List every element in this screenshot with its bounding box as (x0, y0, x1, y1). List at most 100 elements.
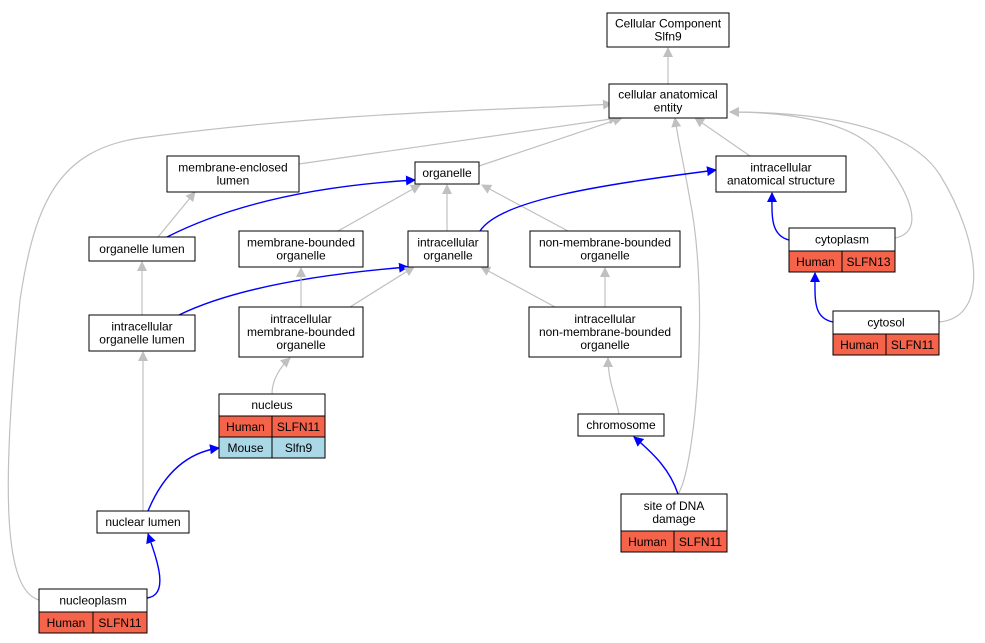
node-label-line: organelle lumen (99, 242, 184, 256)
edge-part-of-cytoplasm-to-ias (766, 192, 790, 241)
node-box (606, 12, 730, 48)
node-label-line: non-membrane-bounded (539, 236, 671, 250)
species-label: Human (226, 420, 265, 434)
edge-part-of-cytosol-to-cytoplasm (809, 272, 834, 323)
node-label-line: nuclear lumen (105, 515, 180, 529)
gene-annotation-row[interactable]: Human SLFN11 (218, 415, 326, 438)
node-box (88, 314, 196, 352)
node-label-line: cytoplasm (815, 233, 869, 247)
species-label: Human (628, 535, 667, 549)
edge-is-a-nucleoplasm-to-cae (7, 99, 613, 601)
node-label-line: damage (652, 512, 696, 526)
node-label-line: intracellular (750, 161, 811, 175)
node-label-line: chromosome (586, 418, 656, 432)
edge-is-a-organelle-to-cae (478, 116, 623, 167)
node-box (715, 155, 847, 193)
gene-symbol-cell (271, 436, 326, 459)
node-box (528, 306, 682, 358)
gene-annotation-row[interactable]: Human SLFN11 (620, 530, 728, 553)
node-organelle[interactable]: organelle (414, 161, 480, 185)
node-nuclumen[interactable]: nuclear lumen (96, 510, 190, 534)
edge-part-of-orglumen-to-organelle (166, 175, 416, 238)
edge-part-of-nucleoplasm-to-nuclumen (146, 533, 161, 599)
node-label-line: organelle (276, 249, 326, 263)
gene-annotation-row[interactable]: Mouse Slfn9 (218, 436, 326, 459)
gene-symbol-cell (92, 611, 148, 634)
edges-layer (7, 47, 975, 601)
edge-is-a-cytoplasm-to-cae (729, 107, 913, 239)
node-label-line: cellular anatomical (618, 88, 717, 102)
gene-symbol-label: SLFN11 (98, 616, 141, 630)
node-label-line: Cellular Component (615, 17, 722, 31)
edge-is-a-sdd-to-cae (671, 117, 701, 495)
node-label-line: organelle (423, 249, 473, 263)
node-box (577, 413, 665, 437)
node-box (620, 493, 728, 532)
gene-symbol-label: SLFN11 (891, 338, 934, 352)
edge-part-of-iol-to-io (178, 262, 409, 316)
gene-symbol-label: Slfn9 (285, 441, 313, 455)
node-orglumen[interactable]: organelle lumen (88, 236, 196, 262)
edge-is-a-nmbo-to-organelle (481, 184, 569, 232)
gene-annotation-row[interactable]: Human SLFN11 (832, 333, 940, 356)
species-label: Human (796, 255, 835, 269)
node-box (238, 230, 364, 268)
gene-symbol-label: SLFN13 (846, 255, 890, 269)
node-label-line: Slfn9 (654, 30, 682, 44)
node-label-line: organelle (422, 166, 472, 180)
node-box (407, 230, 489, 268)
edge-is-a-nucleus-to-imbo (271, 357, 291, 395)
edge-part-of-nuclumen-to-nucleus (147, 444, 220, 512)
node-box (166, 155, 300, 193)
node-label-line: organelle (580, 249, 630, 263)
node-label-line: intracellular (574, 312, 635, 326)
node-label-line: intracellular (111, 320, 172, 334)
node-label-line: site of DNA (644, 499, 705, 513)
gene-annotation-row[interactable]: Human SLFN13 (788, 250, 896, 273)
edge-is-a-ias-to-cae (694, 117, 751, 157)
node-inmbo[interactable]: intracellularnon-membrane-boundedorganel… (528, 306, 682, 358)
node-box (529, 230, 681, 268)
node-box (608, 83, 728, 119)
node-label-line: membrane-bounded (247, 325, 355, 339)
gene-symbol-label: SLFN11 (679, 535, 722, 549)
node-label-line: organelle lumen (99, 333, 184, 347)
gene-symbol-cell (841, 250, 896, 273)
node-label-line: membrane-enclosed (178, 161, 287, 175)
node-label-line: nucleoplasm (59, 594, 126, 608)
node-label-line: intracellular (270, 312, 331, 326)
edge-is-a-cytosol-to-cae (729, 107, 975, 323)
edge-is-a-mbo-to-organelle (337, 184, 421, 232)
gene-symbol-label: SLFN11 (277, 420, 320, 434)
node-label-line: organelle (276, 338, 326, 352)
node-chromosome[interactable]: chromosome (577, 413, 665, 437)
species-label: Human (840, 338, 879, 352)
node-label-line: anatomical structure (727, 174, 835, 188)
node-label-line: non-membrane-bounded (539, 325, 671, 339)
species-label: Mouse (227, 441, 263, 455)
species-label: Human (47, 616, 86, 630)
edge-is-a-imbo-to-io (349, 266, 415, 308)
node-label-line: entity (654, 101, 683, 115)
edge-is-a-inmbo-to-io (480, 266, 556, 308)
edge-is-a-orglumen-to-mel (157, 191, 196, 238)
gene-annotation-row[interactable]: Human SLFN11 (38, 611, 148, 634)
node-label-line: membrane-bounded (247, 236, 355, 250)
edge-part-of-io-to-ias (479, 166, 717, 232)
gene-symbol-cell (885, 333, 940, 356)
node-label-line: intracellular (417, 236, 478, 250)
